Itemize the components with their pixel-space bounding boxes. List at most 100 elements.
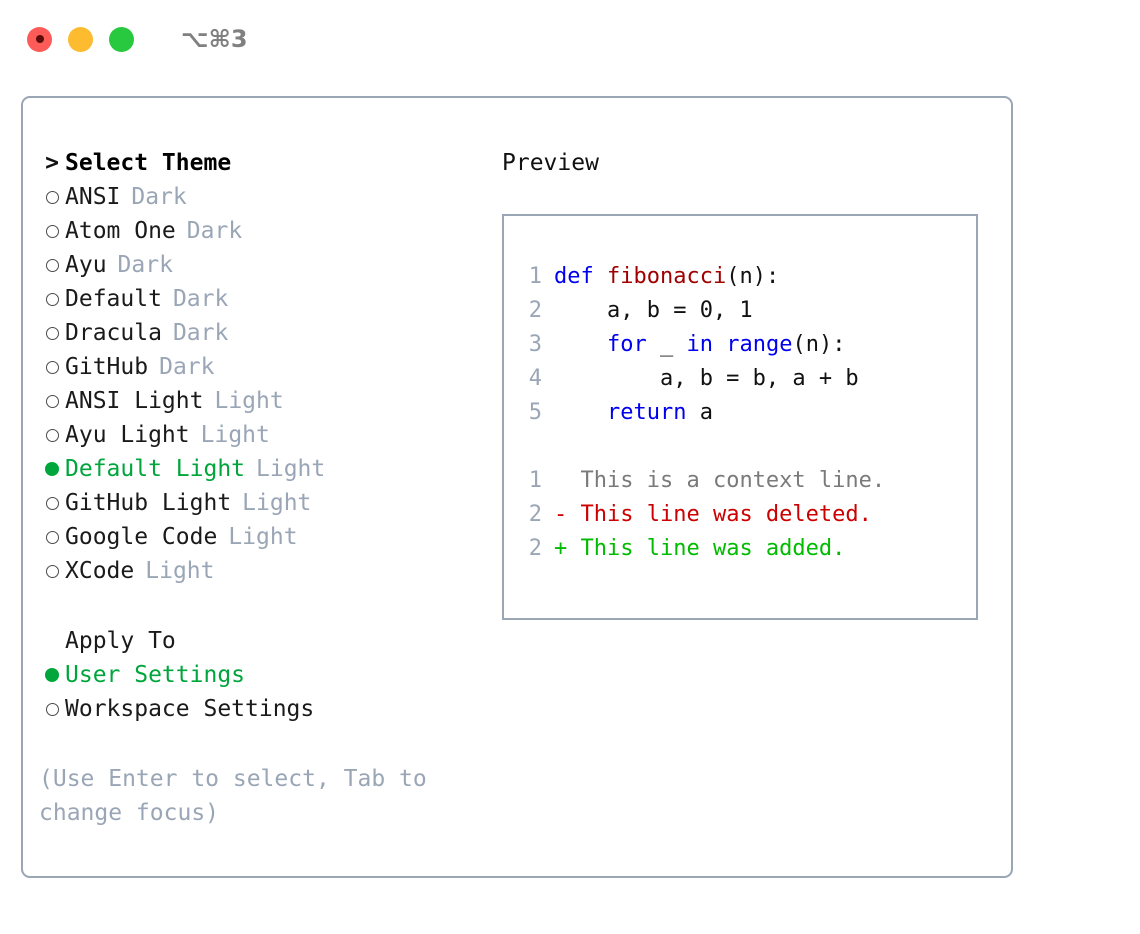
theme-option-github-dark[interactable]: GitHub Dark [39,350,479,384]
radio-unselected-icon[interactable] [39,702,65,716]
theme-option-atom-one-dark[interactable]: Atom One Dark [39,214,479,248]
code-token: range [726,332,793,357]
line-number: 2 [528,502,542,527]
radio-unselected-icon[interactable] [39,224,65,238]
code-token: (n): [792,332,846,357]
code-token: _ [659,332,687,357]
no-marker-icon: o [39,624,65,658]
code-token: def [554,264,607,289]
theme-option-dracula-dark[interactable]: Dracula Dark [39,316,479,350]
minimize-window-button[interactable] [68,26,93,52]
line-number: 5 [528,400,542,425]
code-token: (n): [726,264,780,289]
theme-option-default-dark[interactable]: Default Dark [39,282,479,316]
radio-unselected-icon[interactable] [39,564,65,578]
theme-tag: Dark [131,184,187,210]
theme-label: Dracula [65,320,162,346]
theme-tag: Light [256,456,326,482]
theme-tag: Light [145,558,215,584]
theme-option-github-light[interactable]: GitHub Light Light [39,486,479,520]
diff-line-deleted: 2 - This line was deleted. [520,498,976,532]
close-window-button[interactable] [27,26,52,52]
prompt-caret-icon: > [45,150,59,176]
line-number: 1 [528,468,542,493]
theme-label: GitHub Light [65,490,232,516]
apply-to-option-user-settings[interactable]: User Settings [39,658,479,692]
keyboard-shortcut-label: ⌥⌘3 [181,25,248,53]
radio-unselected-icon[interactable] [39,190,65,204]
radio-unselected-icon[interactable] [39,428,65,442]
select-theme-header: > Select Theme [39,146,479,180]
theme-label: XCode [65,558,135,584]
theme-picker-column: > Select Theme ANSI Dark Atom One Dark A… [39,146,479,726]
apply-to-header: o Apply To [39,624,479,658]
theme-tag: Dark [186,218,243,244]
preview-column: Preview 1 def fibonacci(n): 2 a, b = 0, … [502,146,992,620]
theme-option-ayu-dark[interactable]: Ayu Dark [39,248,479,282]
select-theme-title: Select Theme [65,150,232,176]
theme-label: Atom One [65,218,176,244]
theme-tag: Light [214,388,284,414]
code-token: return [554,400,700,425]
radio-selected-icon[interactable] [39,462,65,476]
theme-tag: Light [200,422,270,448]
code-line: 5 return a [520,396,976,430]
radio-selected-icon[interactable] [39,668,65,682]
line-number: 4 [528,366,542,391]
diff-text: This line was deleted. [580,502,872,527]
diff-line-context: 1 This is a context line. [520,464,976,498]
preview-title: Preview [502,150,599,176]
code-line: 3 for _ in range(n): [520,328,976,362]
theme-tag: Light [228,524,298,550]
code-token: a [699,400,713,425]
line-number: 2 [528,536,542,561]
diff-text: This is a context line. [580,468,886,493]
code-token: a, b = b, a + b [554,366,859,391]
line-number: 2 [528,298,542,323]
theme-label: ANSI [65,184,121,210]
theme-label: Default Light [65,456,246,482]
theme-option-default-light[interactable]: Default Light Light [39,452,479,486]
theme-label: Default [65,286,162,312]
preview-box: 1 def fibonacci(n): 2 a, b = 0, 1 3 for … [502,214,978,620]
theme-tag: Dark [159,354,215,380]
close-icon [35,35,44,43]
radio-unselected-icon[interactable] [39,258,65,272]
apply-to-option-workspace-settings[interactable]: Workspace Settings [39,692,479,726]
code-blank-line [520,430,976,464]
diff-sign [554,468,567,493]
theme-label: Ayu [65,252,107,278]
line-number: 1 [528,264,542,289]
apply-to-label: User Settings [65,662,246,688]
theme-option-ansi-dark[interactable]: ANSI Dark [39,180,479,214]
theme-option-xcode[interactable]: XCode Light [39,554,479,588]
radio-unselected-icon[interactable] [39,394,65,408]
radio-unselected-icon[interactable] [39,360,65,374]
maximize-window-button[interactable] [109,26,134,52]
main-panel: > Select Theme ANSI Dark Atom One Dark A… [21,96,1013,878]
theme-label: ANSI Light [65,388,204,414]
code-line: 1 def fibonacci(n): [520,260,976,294]
theme-tag: Dark [172,320,229,346]
theme-label: Ayu Light [65,422,190,448]
theme-tag: Dark [117,252,173,278]
code-token: for [554,332,660,357]
theme-label: Google Code [65,524,218,550]
line-number: 3 [528,332,542,357]
code-token: fibonacci [606,264,727,289]
diff-sign: - [554,502,568,527]
theme-option-ayu-light[interactable]: Ayu Light Light [39,418,479,452]
radio-unselected-icon[interactable] [39,292,65,306]
code-token: in [686,332,727,357]
theme-option-google-code[interactable]: Google Code Light [39,520,479,554]
radio-unselected-icon[interactable] [39,530,65,544]
radio-unselected-icon[interactable] [39,326,65,340]
theme-tag: Dark [172,286,229,312]
apply-to-title: Apply To [65,628,176,654]
radio-unselected-icon[interactable] [39,496,65,510]
theme-option-ansi-light[interactable]: ANSI Light Light [39,384,479,418]
section-spacer [39,588,479,624]
theme-label: GitHub [65,354,149,380]
theme-tag: Light [242,490,312,516]
